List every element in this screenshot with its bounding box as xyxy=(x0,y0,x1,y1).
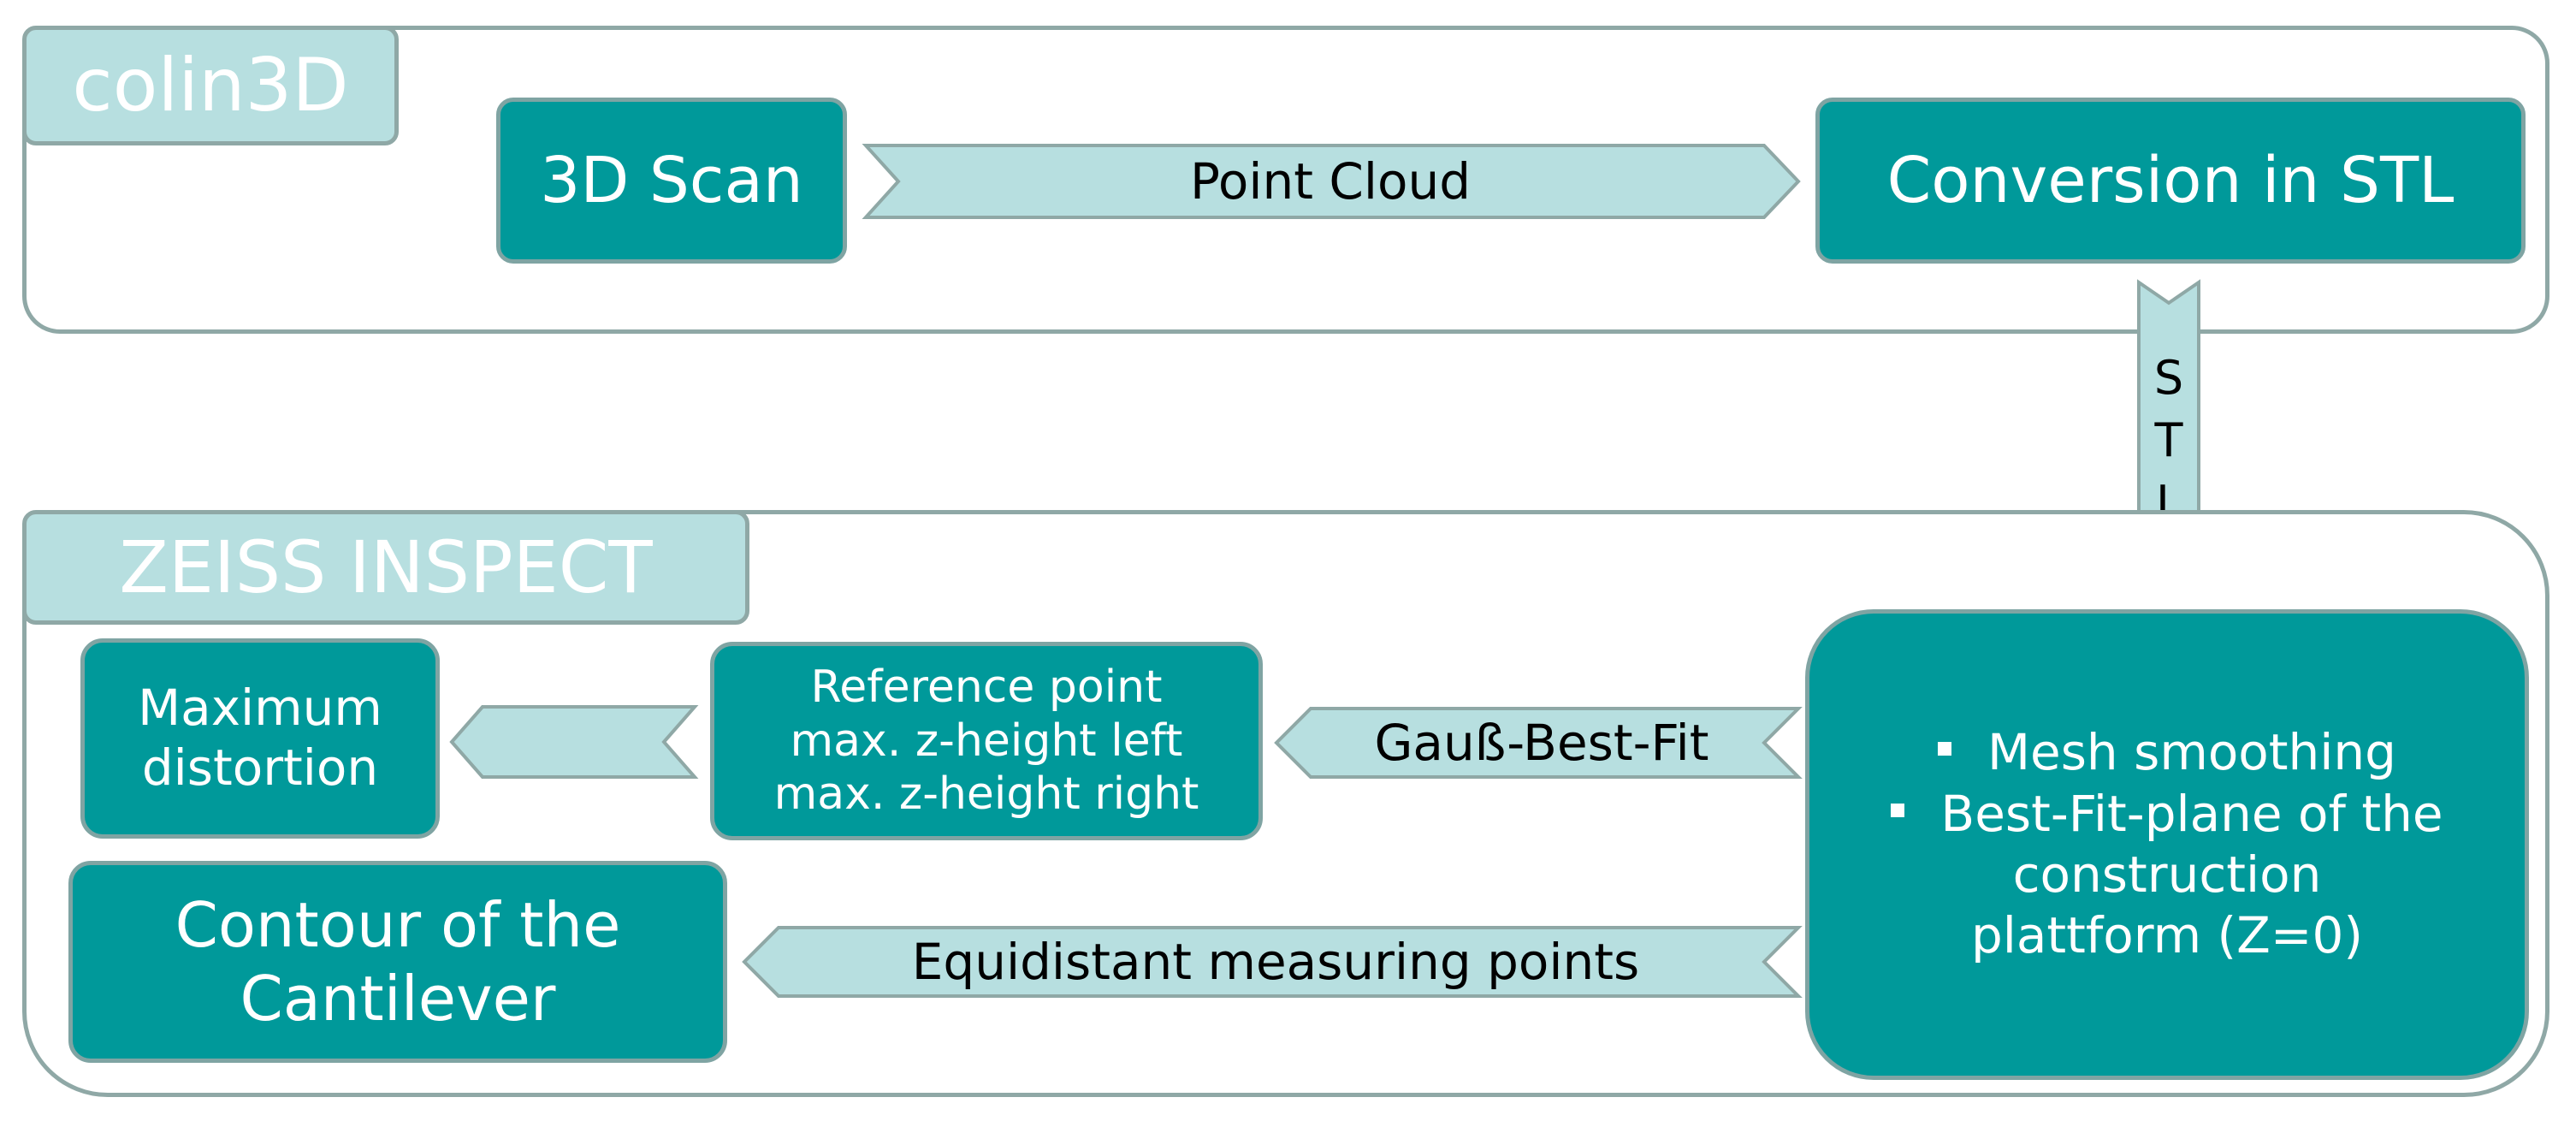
reference-line-1: Reference point xyxy=(810,661,1163,714)
contour-cantilever-node: Contour of the Cantilever xyxy=(68,861,727,1063)
maximum-distortion-line-2: distortion xyxy=(141,738,379,797)
smoothing-item-1-text: Mesh smoothing xyxy=(1987,723,2396,782)
contour-line-2: Cantilever xyxy=(240,963,556,1035)
smoothing-item-4: plattform (Z=0) xyxy=(1891,905,2443,966)
distortion-arrow xyxy=(449,705,699,779)
maximum-distortion-node: Maximum distortion xyxy=(80,638,440,839)
reference-line-2: max. z-height left xyxy=(790,715,1183,767)
colin3d-title: colin3D xyxy=(22,26,399,145)
3d-scan-label: 3D Scan xyxy=(540,143,803,217)
bullet-icon xyxy=(1891,803,1905,817)
smoothing-item-1: Mesh smoothing xyxy=(1891,722,2443,783)
equidistant-arrow xyxy=(742,926,1803,998)
smoothing-list: Mesh smoothing Best-Fit-plane of the con… xyxy=(1891,722,2443,966)
point-cloud-text: Point Cloud xyxy=(1189,152,1472,211)
gauss-arrow xyxy=(1274,707,1803,779)
zeiss-inspect-title: ZEISS INSPECT xyxy=(22,510,749,625)
smoothing-node: Mesh smoothing Best-Fit-plane of the con… xyxy=(1805,609,2529,1080)
point-cloud-arrow xyxy=(862,144,1801,219)
reference-point-node: Reference point max. z-height left max. … xyxy=(710,642,1263,840)
smoothing-item-3: construction xyxy=(1891,845,2443,905)
smoothing-item-3-text: construction xyxy=(2012,845,2322,904)
conversion-stl-node: Conversion in STL xyxy=(1815,98,2526,264)
smoothing-item-2: Best-Fit-plane of the xyxy=(1891,784,2443,845)
conversion-stl-label: Conversion in STL xyxy=(1886,143,2455,217)
zeiss-inspect-title-text: ZEISS INSPECT xyxy=(119,525,653,609)
stl-label: S T L xyxy=(2139,347,2199,535)
equidistant-label: Equidistant measuring points xyxy=(779,928,1773,996)
maximum-distortion-line-1: Maximum xyxy=(138,679,382,738)
gauss-label: Gauß-Best-Fit xyxy=(1311,709,1773,777)
stl-letter-t: T xyxy=(2154,412,2183,467)
colin3d-title-text: colin3D xyxy=(72,43,349,128)
reference-line-3: max. z-height right xyxy=(773,768,1199,821)
smoothing-item-4-text: plattform (Z=0) xyxy=(1970,906,2364,965)
maximum-distortion-text: Maximum distortion xyxy=(138,679,382,798)
smoothing-item-2-text: Best-Fit-plane of the xyxy=(1940,784,2443,843)
equidistant-text: Equidistant measuring points xyxy=(911,933,1640,991)
bullet-icon xyxy=(1937,742,1951,756)
contour-line-1: Contour of the xyxy=(175,888,621,961)
contour-cantilever-text: Contour of the Cantilever xyxy=(175,888,621,1036)
3d-scan-node: 3D Scan xyxy=(496,98,847,264)
point-cloud-label: Point Cloud xyxy=(898,145,1762,217)
stl-letter-s: S xyxy=(2153,351,2184,405)
gauss-text: Gauß-Best-Fit xyxy=(1374,714,1709,772)
reference-point-text: Reference point max. z-height left max. … xyxy=(774,661,1199,821)
